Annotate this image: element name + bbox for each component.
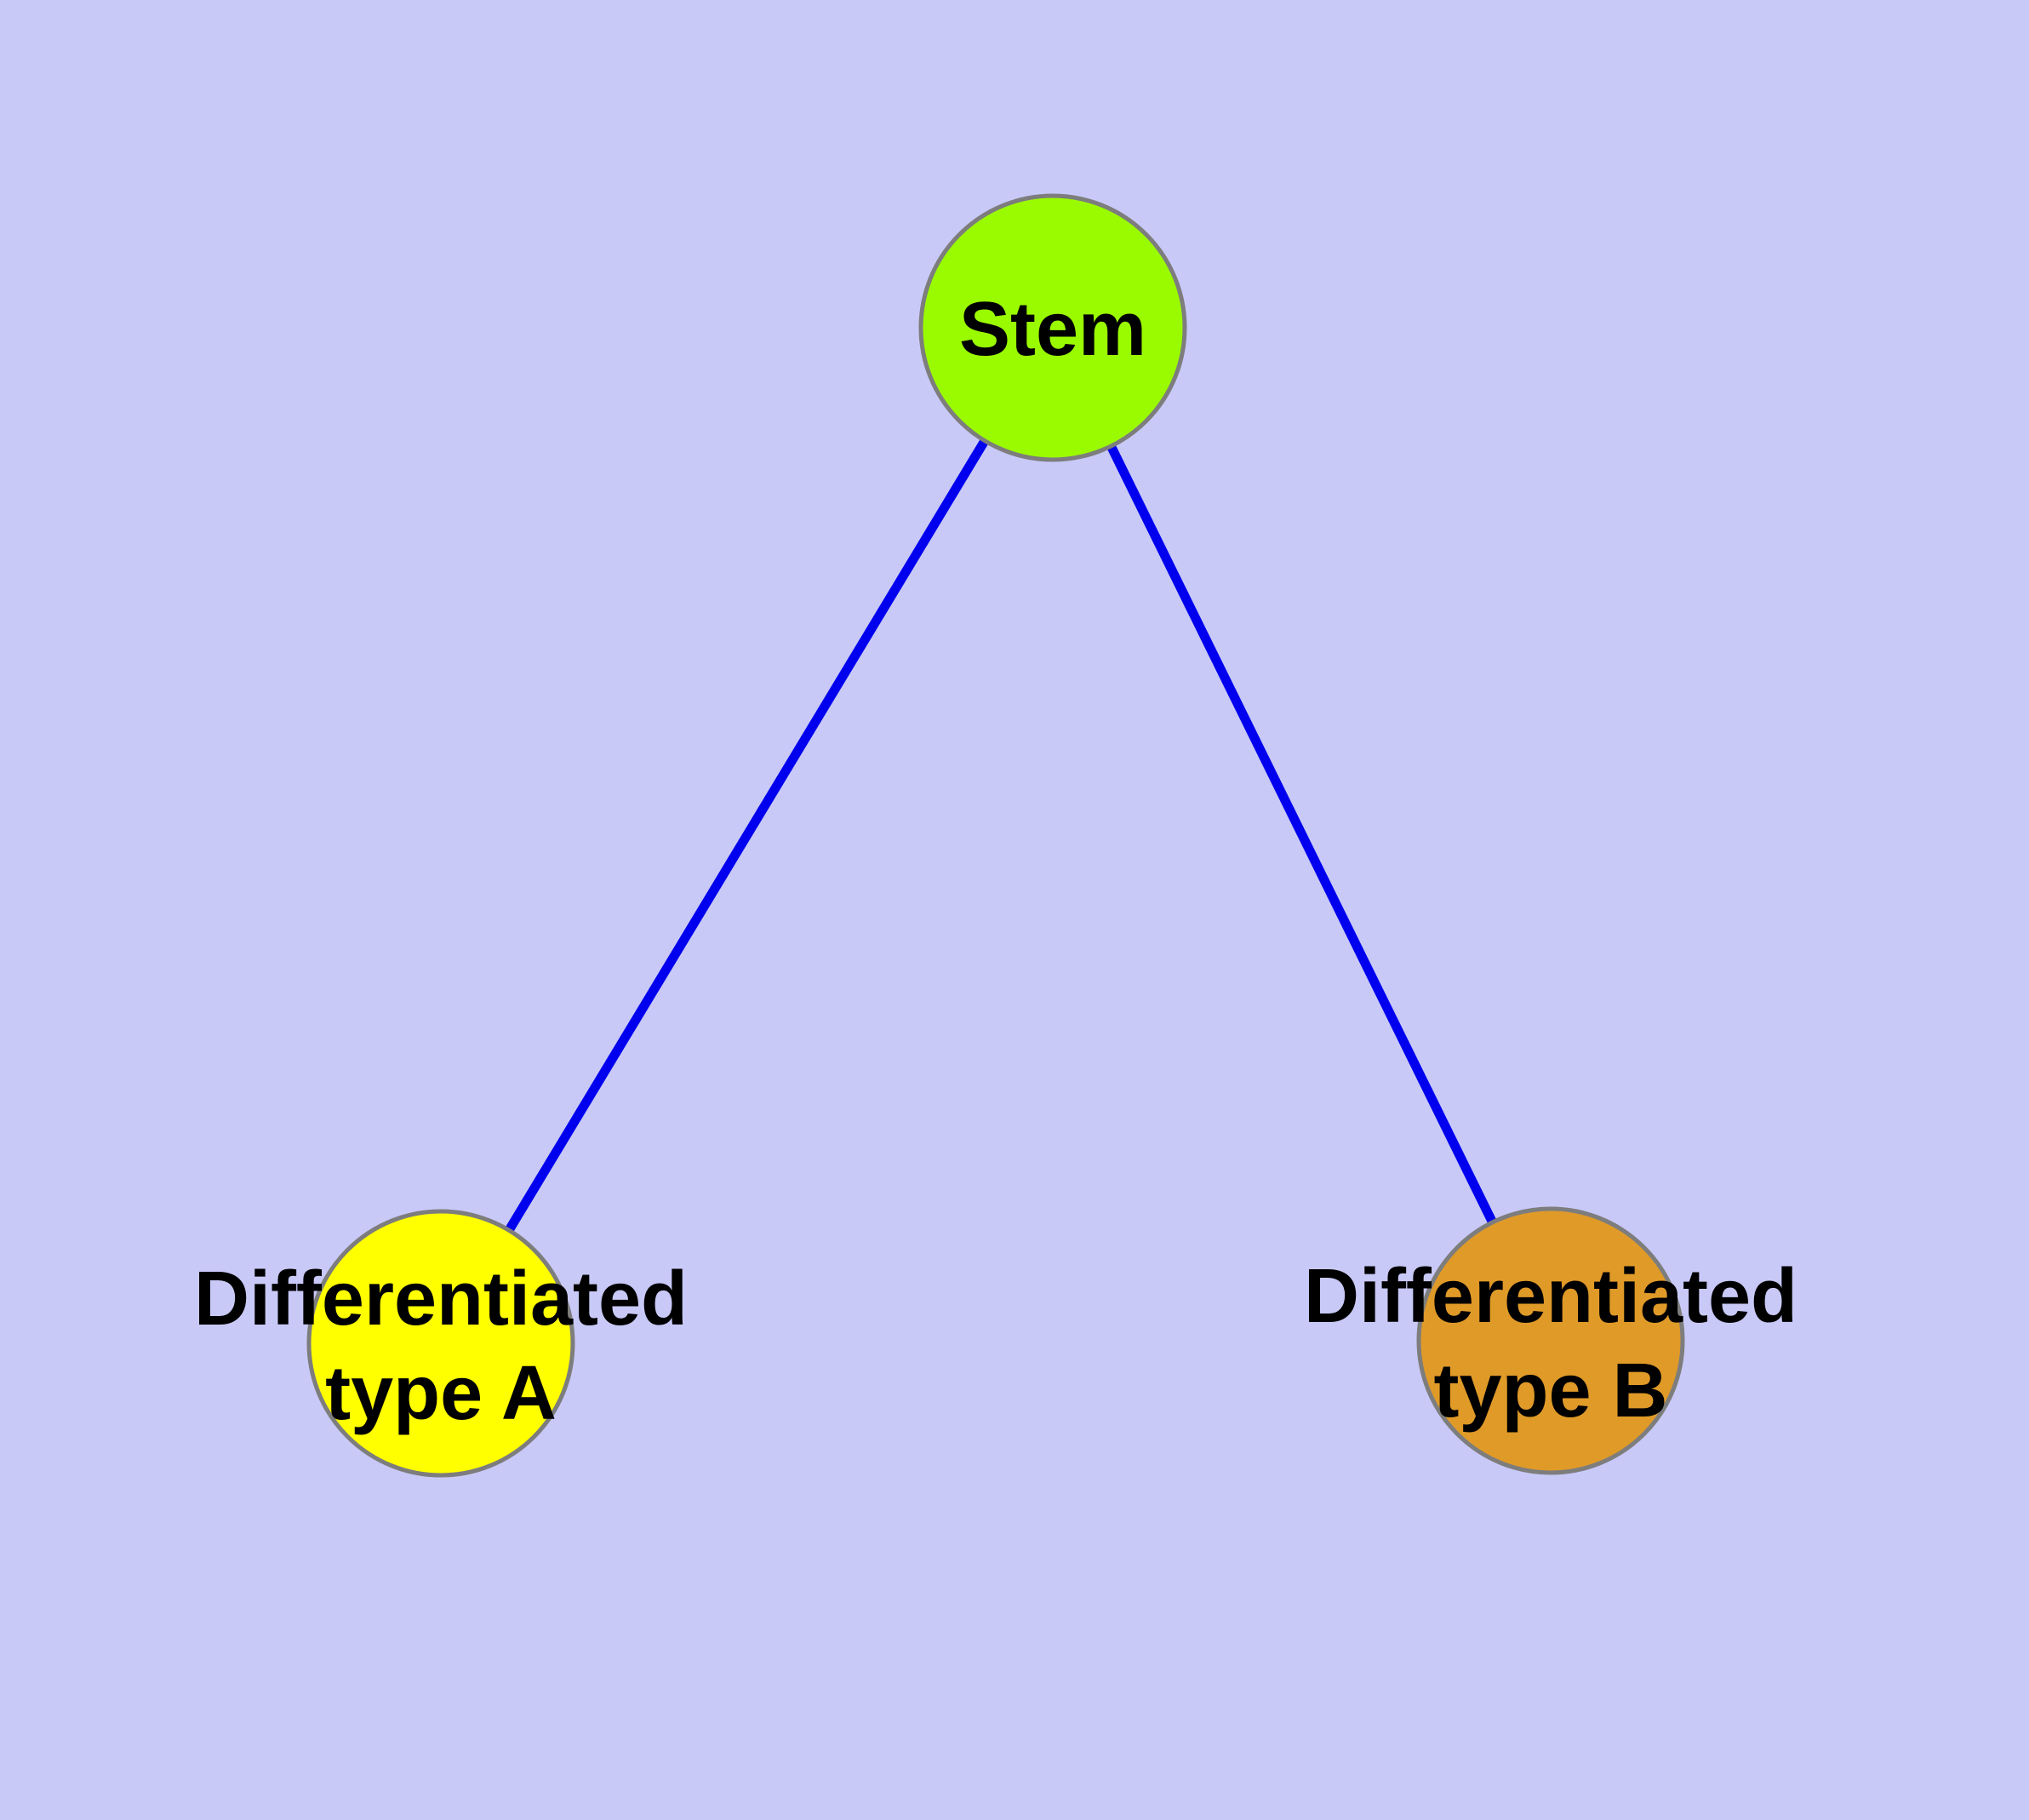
node-differentiated-type-b: Differentiated type B <box>1304 1206 1798 1475</box>
node-differentiated-type-a: Differentiated type A <box>194 1209 688 1478</box>
node-type-a-label-line2: type A <box>325 1351 557 1436</box>
node-type-a-label-line1: Differentiated <box>194 1256 688 1342</box>
node-type-b-label-line2: type B <box>1433 1348 1667 1434</box>
node-type-b-circle <box>1416 1206 1685 1475</box>
node-type-a-circle <box>306 1209 575 1478</box>
node-stem: Stem <box>918 193 1187 462</box>
node-stem-circle <box>918 193 1187 462</box>
node-type-b-label-line1: Differentiated <box>1304 1254 1798 1339</box>
edge-stem-to-type-b <box>1049 325 1555 1343</box>
node-stem-label: Stem <box>959 287 1146 372</box>
edge-stem-to-type-a <box>437 325 1057 1346</box>
